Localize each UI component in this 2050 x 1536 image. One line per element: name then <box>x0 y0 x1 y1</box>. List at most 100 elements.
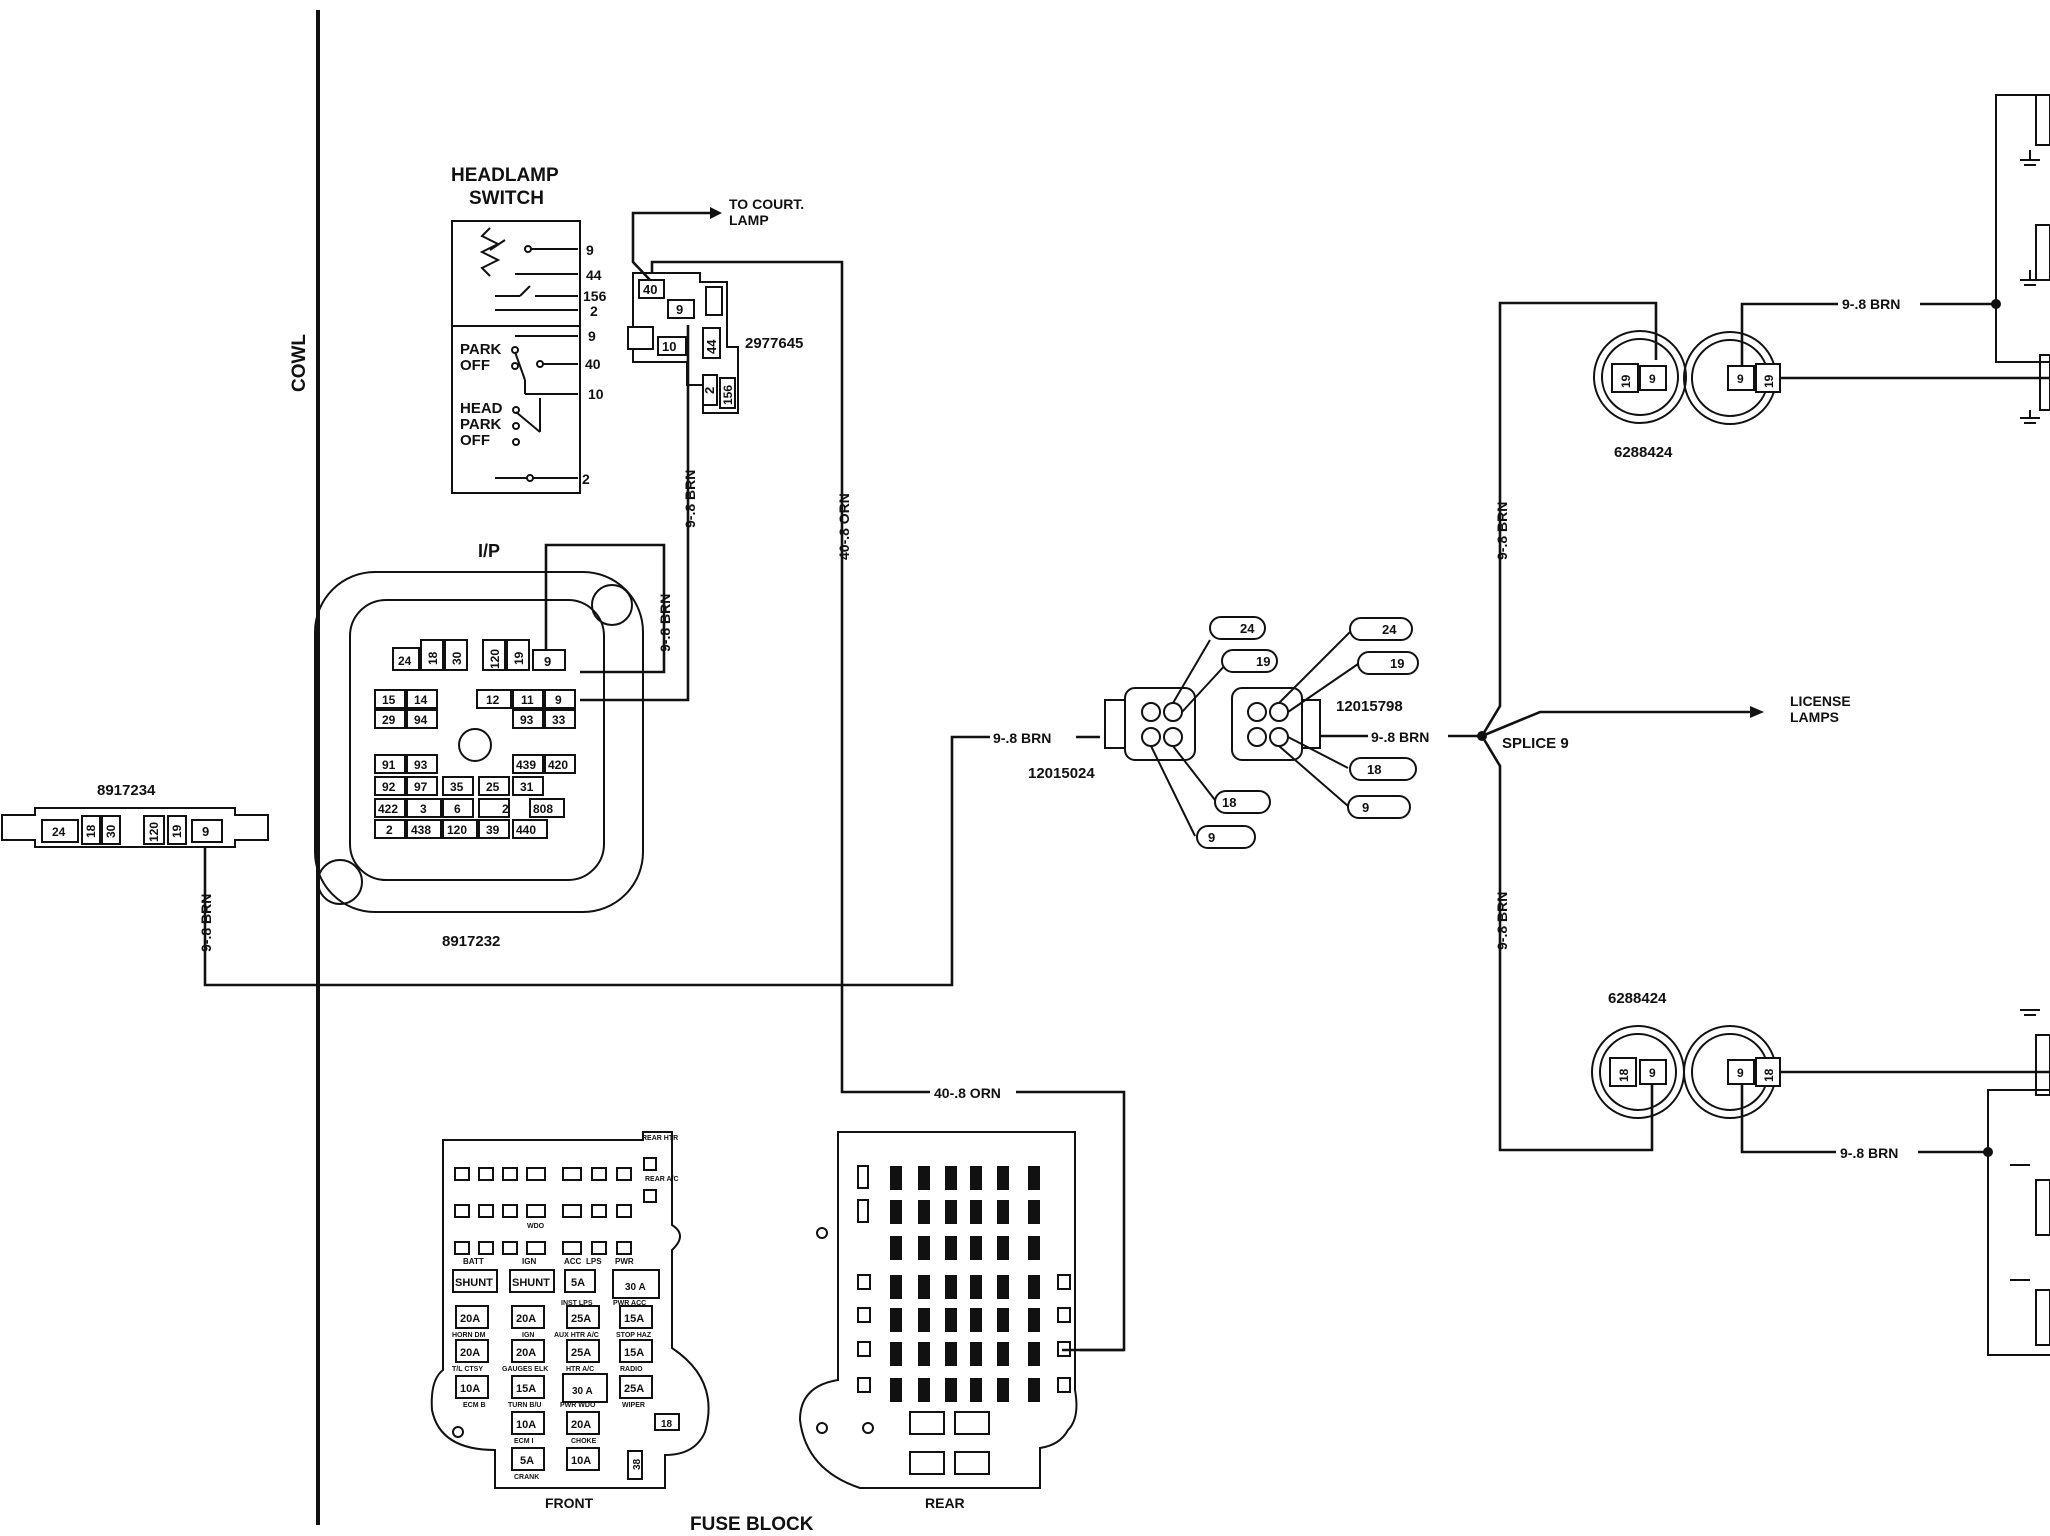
svg-text:38: 38 <box>632 1458 643 1470</box>
svg-text:18: 18 <box>661 1419 673 1430</box>
rear-fuse-socket <box>1028 1342 1040 1366</box>
brn-wire-label-2: 9-.8 BRN <box>657 594 673 652</box>
svg-text:18: 18 <box>1222 795 1236 810</box>
rear-fuse-socket <box>997 1200 1009 1224</box>
rear-fuse-socket <box>890 1166 902 1190</box>
left-connector: 8917234 24 18 30 120 19 9 <box>1 782 269 848</box>
license-lamps-label-2: LAMPS <box>1790 709 1839 725</box>
rear-fuse-socket <box>945 1275 957 1299</box>
rear-fuse-socket <box>997 1378 1009 1402</box>
svg-text:25A: 25A <box>571 1313 591 1325</box>
rear-fuse-socket <box>890 1236 902 1260</box>
rear-fuse-socket <box>945 1236 957 1260</box>
svg-text:20A: 20A <box>460 1313 480 1325</box>
lamp-socket-top-part: 6288424 <box>1614 444 1673 461</box>
svg-text:STOP HAZ: STOP HAZ <box>616 1332 652 1339</box>
front-fuse-row1: SHUNT SHUNT 5A 30 A INST LPS PWR ACC <box>452 1269 660 1307</box>
right-edge-lamps <box>1987 94 2050 1356</box>
svg-text:WDO: WDO <box>527 1223 545 1230</box>
rear-fuse-socket <box>1028 1200 1040 1224</box>
svg-text:120: 120 <box>488 649 502 669</box>
front-label: FRONT <box>545 1495 594 1511</box>
rear-fuse-socket <box>857 1307 871 1323</box>
svg-text:9: 9 <box>1649 372 1656 386</box>
svg-text:9: 9 <box>1649 1066 1656 1080</box>
svg-text:19: 19 <box>1390 656 1404 671</box>
svg-text:93: 93 <box>520 713 534 727</box>
svg-text:19: 19 <box>170 824 184 838</box>
svg-text:10A: 10A <box>516 1419 536 1431</box>
headlamp-switch-title-2: SWITCH <box>469 188 544 209</box>
svg-text:18: 18 <box>1762 1068 1776 1082</box>
svg-text:2: 2 <box>702 387 717 394</box>
svg-text:35: 35 <box>450 780 464 794</box>
svg-text:HTR A/C: HTR A/C <box>566 1366 594 1373</box>
splice-label: SPLICE 9 <box>1502 735 1569 752</box>
mid-connector-right: 24 19 18 9 12015798 <box>1231 617 1419 819</box>
svg-text:40: 40 <box>585 356 601 372</box>
mid-connector-right-part: 12015798 <box>1336 698 1403 715</box>
svg-text:LPS: LPS <box>586 1257 602 1266</box>
svg-text:10A: 10A <box>571 1455 591 1467</box>
svg-text:120: 120 <box>147 822 161 842</box>
svg-text:9: 9 <box>1737 1066 1744 1080</box>
svg-text:18: 18 <box>426 651 440 665</box>
svg-text:93: 93 <box>414 758 428 772</box>
lamp-socket-bottom: 6288424 18 9 9 18 <box>1591 990 1781 1119</box>
front-fuse-row2: 20A 20A 25A 15A HORN DM IGN AUX HTR A/C … <box>452 1305 653 1339</box>
rear-fuse-socket <box>997 1275 1009 1299</box>
svg-text:120: 120 <box>447 823 467 837</box>
to-courtesy-lamp: TO COURT. <box>729 196 804 212</box>
svg-text:INST LPS: INST LPS <box>561 1300 593 1307</box>
svg-text:TURN B/U: TURN B/U <box>508 1402 541 1409</box>
svg-text:20A: 20A <box>516 1313 536 1325</box>
svg-text:2: 2 <box>386 823 393 837</box>
lamp-socket-top: 19 9 6288424 9 19 <box>1593 330 1781 461</box>
rear-relay <box>954 1411 990 1435</box>
svg-text:CRANK: CRANK <box>514 1474 539 1481</box>
rear-fuse-socket <box>1057 1377 1071 1393</box>
headlamp-switch: HEADLAMP SWITCH PARK OFF HEAD PARK OFF <box>451 165 607 494</box>
brn-wire-label-5: 9-.8 BRN <box>1371 729 1429 745</box>
rear-fuse-socket <box>1057 1341 1071 1357</box>
ip-row1: 24 18 30 120 19 9 <box>392 639 566 671</box>
off-label: OFF <box>460 357 490 374</box>
svg-text:19: 19 <box>1256 654 1270 669</box>
cowl-label: COWL <box>289 334 310 392</box>
svg-text:PWR ACC: PWR ACC <box>613 1300 646 1307</box>
license-lamps-label: LICENSE <box>1790 693 1851 709</box>
rear-fuse-socket <box>857 1274 871 1290</box>
svg-text:2: 2 <box>502 802 509 816</box>
rear-fuse-socket <box>918 1166 930 1190</box>
rear-fuse-socket <box>890 1342 902 1366</box>
rear-fuse-socket <box>890 1275 902 1299</box>
svg-text:9: 9 <box>544 654 551 669</box>
rear-fuse-socket <box>1028 1378 1040 1402</box>
rear-fuse-socket <box>970 1166 982 1190</box>
rear-fuse-socket <box>997 1308 1009 1332</box>
svg-text:19: 19 <box>512 651 526 665</box>
rear-fuse-socket <box>1028 1236 1040 1260</box>
headlamp-switch-title: HEADLAMP <box>451 165 559 186</box>
mid-connector-left-part: 12015024 <box>1028 765 1095 782</box>
svg-text:39: 39 <box>486 823 500 837</box>
svg-text:RADIO: RADIO <box>620 1366 643 1373</box>
rear-fuse-socket <box>970 1378 982 1402</box>
rear-fuse-socket <box>857 1165 869 1189</box>
front-small-fuses <box>454 1157 657 1255</box>
svg-text:44: 44 <box>586 267 602 283</box>
svg-text:10: 10 <box>588 386 604 402</box>
svg-text:15A: 15A <box>624 1313 644 1325</box>
front-col-headers: BATT IGN ACC LPS PWR <box>463 1257 634 1266</box>
svg-text:40: 40 <box>643 282 657 297</box>
headlamp-switch-terminals: 9 44 156 2 9 40 10 2 <box>582 242 607 487</box>
svg-text:PWR WDO: PWR WDO <box>560 1402 596 1409</box>
rear-fuse-socket <box>945 1166 957 1190</box>
svg-text:HORN DM: HORN DM <box>452 1332 486 1339</box>
rear-fuse-socket <box>970 1275 982 1299</box>
svg-text:15: 15 <box>382 693 396 707</box>
svg-text:IGN: IGN <box>522 1332 534 1339</box>
rear-fuse-socket <box>857 1377 871 1393</box>
svg-text:9: 9 <box>555 693 562 707</box>
brn-wire-label-3: 9-.8 BRN <box>198 894 214 952</box>
